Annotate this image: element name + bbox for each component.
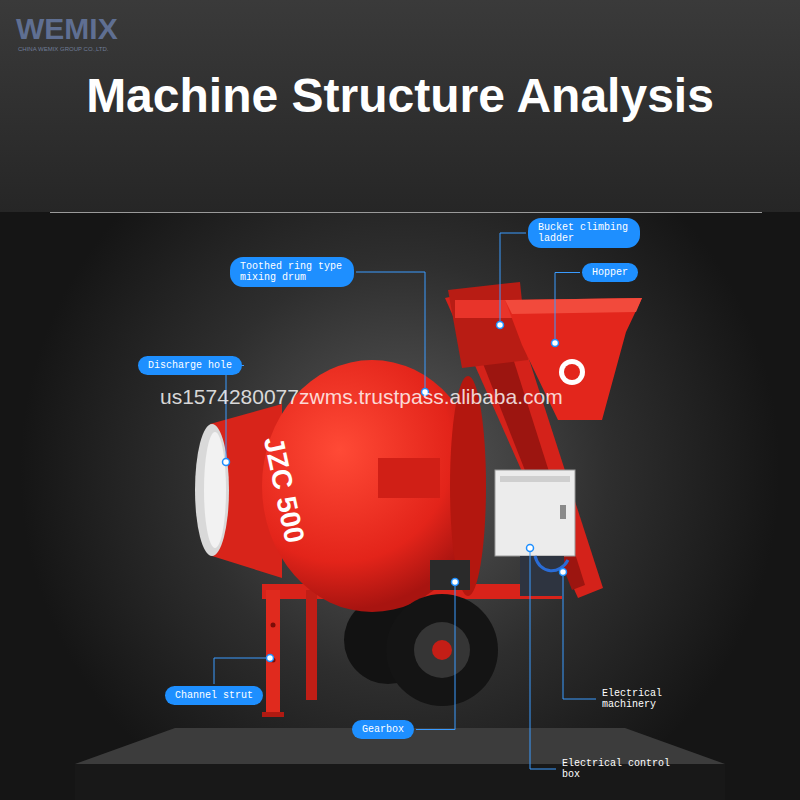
callout-text: Bucket climbing ladder xyxy=(538,222,630,244)
wheel xyxy=(386,594,498,706)
control-box-lid xyxy=(500,476,570,482)
wheel-rim xyxy=(414,622,470,678)
control-box-latch xyxy=(560,505,566,519)
callout-pill: Toothed ring type mixing drum xyxy=(230,257,354,287)
watermark: us1574280077zwms.trustpass.alibaba.com xyxy=(160,384,563,410)
discharge-mouth xyxy=(195,424,229,556)
leader-dot xyxy=(552,340,559,347)
callout-pill: Discharge hole xyxy=(138,356,242,375)
page-title: Machine Structure Analysis xyxy=(0,66,800,126)
bolt-hole xyxy=(271,623,276,628)
header-ground xyxy=(0,0,800,212)
hopper-rim xyxy=(505,298,642,314)
callout-pill: Hopper xyxy=(582,263,638,282)
pedestal-front xyxy=(75,764,725,800)
leg xyxy=(306,590,317,700)
callout-pill: Bucket climbing ladder xyxy=(528,218,640,248)
body-ground xyxy=(0,212,800,800)
mechanism-plate xyxy=(455,300,515,318)
leader-dot xyxy=(527,545,534,552)
callout-pill: Channel strut xyxy=(165,686,263,705)
leader-line xyxy=(555,273,580,344)
leader-dot xyxy=(267,655,274,662)
callout-pill: Electrical control box xyxy=(558,756,676,782)
leader-line xyxy=(500,233,526,325)
brand-badge-core xyxy=(564,364,580,380)
wheel-hub xyxy=(432,640,452,660)
leader-line xyxy=(226,366,244,463)
leader-dot xyxy=(497,322,504,329)
leader-dot xyxy=(560,569,567,576)
leader-line xyxy=(416,582,455,730)
gearbox xyxy=(430,560,470,590)
motor xyxy=(520,556,564,596)
leader-dot xyxy=(452,579,459,586)
brand-badge xyxy=(559,359,585,385)
callout-text: Channel strut xyxy=(175,690,253,701)
brand-logo: WEMIX xyxy=(16,12,118,46)
callout-text: Discharge hole xyxy=(148,360,232,371)
discharge-mouth-inner xyxy=(204,432,226,548)
callout-text: Electrical machinery xyxy=(602,688,664,710)
callout-text: Gearbox xyxy=(362,724,404,735)
control-box xyxy=(495,470,575,556)
leg xyxy=(266,590,280,715)
drum-panel xyxy=(378,458,440,498)
leader-line xyxy=(356,272,425,392)
leader-line xyxy=(530,548,556,769)
callout-pill: Electrical machinery xyxy=(598,686,668,712)
callout-text: Toothed ring type mixing drum xyxy=(240,261,344,283)
leader-line xyxy=(214,658,270,684)
callout-text: Electrical control box xyxy=(562,758,672,780)
foot-plate xyxy=(262,712,284,717)
callout-pill: Gearbox xyxy=(352,720,414,739)
leader-dot xyxy=(223,459,230,466)
callout-text: Hopper xyxy=(592,267,628,278)
company-name: CHINA WEMIX GROUP CO.,LTD. xyxy=(18,45,108,53)
leader-line xyxy=(563,572,596,699)
divider-line xyxy=(50,212,762,213)
